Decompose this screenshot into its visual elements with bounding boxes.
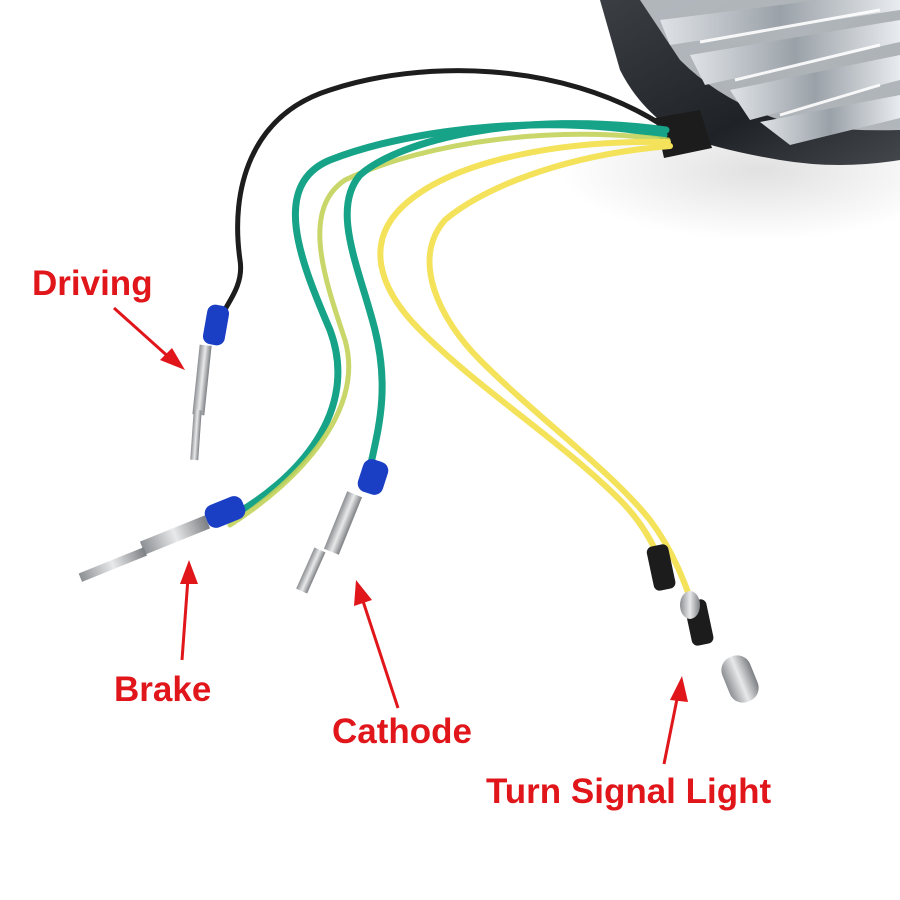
- label-driving: Driving: [32, 264, 153, 303]
- wire-yellow-1: [377, 138, 673, 588]
- wire-green-cathode: [343, 120, 670, 472]
- arrow-cathode: [354, 580, 400, 709]
- terminal-brake: [78, 496, 246, 582]
- label-cathode: Cathode: [332, 712, 472, 751]
- arrow-driving: [112, 306, 185, 370]
- terminal-driving: [190, 304, 230, 461]
- arrow-brake: [180, 560, 198, 661]
- wire-black: [212, 68, 665, 333]
- terminal-cathode: [296, 459, 389, 594]
- led-strip-lens: [660, 0, 900, 145]
- wire-yellow-green-brake: [227, 131, 671, 528]
- label-brake: Brake: [114, 670, 212, 709]
- label-turn-signal-light: Turn Signal Light: [486, 772, 772, 811]
- arrow-turn-signal: [662, 676, 688, 765]
- annotation-arrows: [112, 306, 688, 765]
- tail-light-housing: [560, 0, 900, 240]
- terminal-turn-signal: [646, 544, 759, 703]
- wire-yellow-2: [426, 143, 703, 628]
